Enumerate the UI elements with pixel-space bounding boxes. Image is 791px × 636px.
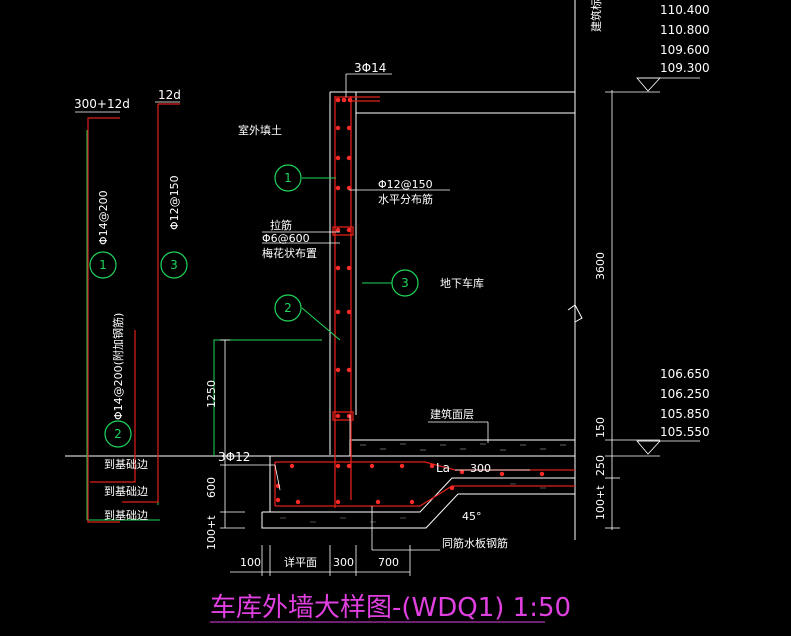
vert-rebar-1-label: Φ14@200 [97, 190, 110, 245]
slope-label: 45° [462, 510, 482, 523]
dim-150: 150 [594, 417, 607, 438]
elev-top-0: 110.400 [660, 3, 710, 17]
elev-bot-2: 105.850 [660, 407, 710, 421]
break-symbol [567, 304, 583, 323]
bottom-rebar-label: 3Φ12 [218, 450, 250, 464]
elev-bot-0: 106.650 [660, 367, 710, 381]
leg1-label: 到基础边 [104, 458, 148, 471]
rebar-legend [87, 103, 180, 523]
dim-250: 250 [594, 455, 607, 476]
leg-callout-2-label: 2 [114, 427, 122, 441]
drawing-title: 车库外墙大样图-(WDQ1) 1:50 [210, 593, 571, 623]
callout-2 [274, 294, 302, 322]
tie-spec: Φ6@600 [262, 232, 310, 245]
garage-label: 地下车库 [440, 276, 484, 290]
dim-r300: 300 [470, 462, 491, 475]
same-as-slab-label: 同筋水板钢筋 [442, 536, 508, 550]
leg2-label: 到基础边 [104, 485, 148, 498]
leg-callout-1 [89, 251, 117, 279]
dim-3600: 3600 [594, 252, 607, 280]
dim-600: 600 [205, 477, 218, 498]
soil-label: 室外填土 [238, 123, 282, 137]
rebar-lines [274, 96, 575, 508]
dim-base: 详平面 [284, 555, 317, 569]
top-rebar-label: 3Φ14 [354, 61, 386, 75]
tie-note: 梅花状布置 [262, 246, 317, 260]
mid-top-dim: 12d [158, 88, 181, 102]
vert-rebar-2-label: Φ14@200(附加钢筋) [111, 313, 125, 420]
foundation-top [269, 456, 575, 513]
floor-layer-label: 建筑面层 [430, 407, 474, 421]
level-marker-top [636, 77, 661, 92]
dim-1250: 1250 [205, 380, 218, 408]
horizontal-rebar-label: Φ12@150 [378, 178, 433, 191]
cushion-outline [261, 493, 575, 529]
callout-3-label: 3 [401, 276, 409, 290]
elev-bot-3: 105.550 [660, 425, 710, 439]
elev-top-2: 109.600 [660, 43, 710, 57]
dimension-lines [220, 90, 660, 576]
tie-label: 拉筋 [270, 218, 292, 232]
floor-level-label: 建筑标高 [589, 0, 603, 32]
dim-r100t: 100+t [594, 485, 607, 520]
leg-callout-3-label: 3 [170, 258, 178, 272]
horizontal-rebar-note: 水平分布筋 [378, 192, 433, 206]
annotation-leaders [220, 73, 489, 551]
leg-callout-1-label: 1 [99, 258, 107, 272]
elev-bot-1: 106.250 [660, 387, 710, 401]
dim-b700: 700 [378, 556, 399, 569]
callout-1-label: 1 [284, 171, 292, 185]
dim-100t: 100+t [205, 515, 218, 550]
elev-top-1: 110.800 [660, 23, 710, 37]
lap-label: La [436, 461, 450, 475]
dim-b300: 300 [333, 556, 354, 569]
level-marker-bottom [636, 440, 661, 455]
callout-2-label: 2 [284, 301, 292, 315]
elev-top-3: 109.300 [660, 61, 710, 75]
leg-callout-3 [160, 251, 188, 279]
dim-b100: 100 [240, 556, 261, 569]
floor-hatch [360, 443, 566, 451]
callout-1 [274, 164, 302, 192]
leg-callout-2 [104, 420, 132, 448]
vert-rebar-3-label: Φ12@150 [168, 175, 181, 230]
floor-layer [349, 439, 576, 457]
left-top-dim: 300+12d [74, 97, 130, 111]
callout-3 [391, 269, 419, 297]
leg3-label: 到基础边 [104, 509, 148, 522]
rebar-dots [275, 97, 545, 505]
